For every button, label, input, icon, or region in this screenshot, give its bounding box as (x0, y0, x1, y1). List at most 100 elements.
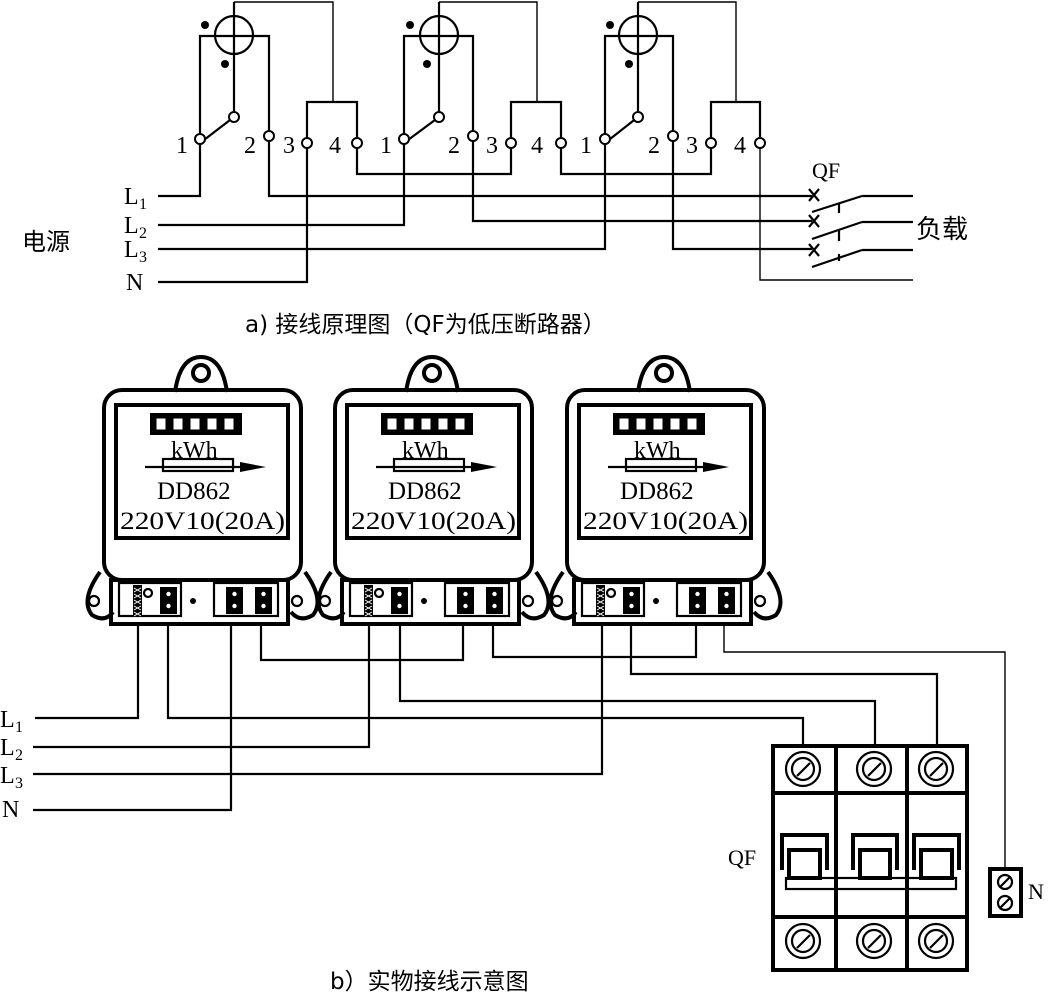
counter-register-icon (150, 413, 242, 435)
arrow-right-icon (471, 462, 497, 472)
line-label-n: N (2, 797, 19, 823)
meter-rating: 220V10(20A) (351, 508, 516, 535)
wire-out-l2 (398, 626, 877, 745)
screw-terminal-icon (623, 587, 640, 614)
wire-l3 (33, 626, 604, 776)
wire-n (33, 626, 233, 812)
line-label-l3: L 3 (0, 763, 23, 792)
screw-terminal-icon (391, 587, 408, 614)
meter-model: DD862 (388, 478, 462, 505)
screw-terminal-icon (255, 587, 272, 614)
meter-unit: kWh (634, 438, 681, 464)
screw-terminal-icon (917, 750, 955, 788)
caption-b: b）实物接线示意图 (330, 969, 529, 995)
svg-text:N: N (2, 797, 19, 823)
meter-coil-icon (213, 14, 255, 56)
meter-symbol-1: 1 2 3 4 (176, 1, 363, 159)
svg-text:L: L (0, 763, 15, 789)
meter-rating: 220V10(20A) (120, 508, 285, 535)
line-label-l3: L 3 (124, 237, 147, 266)
screw-terminal-icon (718, 587, 735, 614)
svg-text:2: 2 (15, 747, 23, 764)
svg-text:3: 3 (283, 133, 295, 159)
svg-text:L: L (0, 735, 15, 761)
terminal-box (572, 578, 753, 626)
svg-text:QF: QF (812, 158, 840, 183)
svg-text:1: 1 (380, 133, 392, 159)
coil-link-icon (133, 585, 142, 615)
wire-n-out (759, 143, 913, 281)
meters-physical: kWhDD862220V10(20A)kWhDD862220V10(20A)kW… (85, 354, 783, 626)
meter-coil-icon (418, 14, 460, 56)
screw-terminal-icon (226, 587, 243, 614)
rotor-disk-icon (624, 457, 698, 473)
svg-text:L: L (124, 184, 139, 210)
line-label-l2: L 2 (124, 213, 147, 242)
wire-l1-out (267, 137, 812, 198)
screw-icon (996, 894, 1014, 912)
wire-l2-out (471, 137, 812, 223)
svg-text:1: 1 (176, 133, 188, 159)
screw-terminal-icon (486, 587, 503, 614)
meter-unit: kWh (171, 438, 218, 464)
breaker-label: QF (728, 845, 756, 870)
svg-text:2: 2 (244, 133, 256, 159)
coil-link-icon (364, 585, 373, 615)
screw-terminal-icon (855, 922, 893, 960)
svg-text:2: 2 (139, 225, 147, 242)
terminal-box (340, 578, 521, 626)
meter-symbol-2: 1 2 3 4 (380, 1, 567, 159)
svg-text:N: N (126, 270, 143, 296)
source-label: 电源 (22, 228, 70, 256)
meter-model: DD862 (620, 478, 694, 505)
screw-icon (996, 873, 1014, 891)
svg-text:1: 1 (580, 133, 592, 159)
breaker-handles (780, 833, 961, 891)
neutral-terminal-block: N (988, 867, 1044, 918)
meter-display-window (114, 403, 290, 540)
meter-unit: kWh (402, 438, 449, 464)
breaker-symbol-qf: QF (808, 158, 913, 269)
screw-terminal-icon (855, 750, 893, 788)
wire-out-n (723, 626, 1006, 869)
meter-rating: 220V10(20A) (583, 508, 748, 535)
svg-text:N: N (1028, 879, 1044, 904)
wire-n-link-1 (355, 143, 513, 176)
svg-text:4: 4 (329, 133, 341, 159)
wire-n-link-2 (491, 626, 698, 659)
meter-display-window (577, 403, 753, 540)
wire-l2 (33, 626, 371, 749)
wire-n-link-1 (259, 626, 465, 662)
wire-n-in (158, 143, 309, 284)
physical-b: L 1 L 2 L 3 N (0, 626, 1006, 869)
meter-symbol-3: 1 2 3 4 (580, 1, 766, 159)
svg-text:2: 2 (448, 133, 460, 159)
svg-text:3: 3 (686, 133, 698, 159)
svg-text:3: 3 (486, 133, 498, 159)
wire-n-link-2 (559, 143, 713, 176)
schematic-a: 电源 L 1 L 2 L 3 N (22, 1, 968, 338)
meter-display-window (345, 403, 521, 540)
svg-text:1: 1 (15, 719, 23, 736)
screw-terminal-icon (917, 922, 955, 960)
arrow-right-icon (240, 462, 266, 472)
meter-model: DD862 (157, 478, 231, 505)
load-label: 负载 (916, 215, 968, 245)
rotor-disk-icon (392, 457, 466, 473)
line-label-l1: L 1 (0, 707, 23, 736)
svg-text:3: 3 (139, 249, 147, 266)
counter-register-icon (613, 413, 705, 435)
screw-terminal-icon (689, 587, 706, 614)
screw-terminal-icon (457, 587, 474, 614)
screw-terminal-icon (784, 750, 822, 788)
screw-terminal-icon (784, 922, 822, 960)
svg-text:L: L (0, 707, 15, 733)
svg-text:L: L (124, 213, 139, 239)
arrow-right-icon (703, 462, 729, 472)
svg-text:4: 4 (734, 133, 746, 159)
coil-link-icon (596, 585, 605, 615)
